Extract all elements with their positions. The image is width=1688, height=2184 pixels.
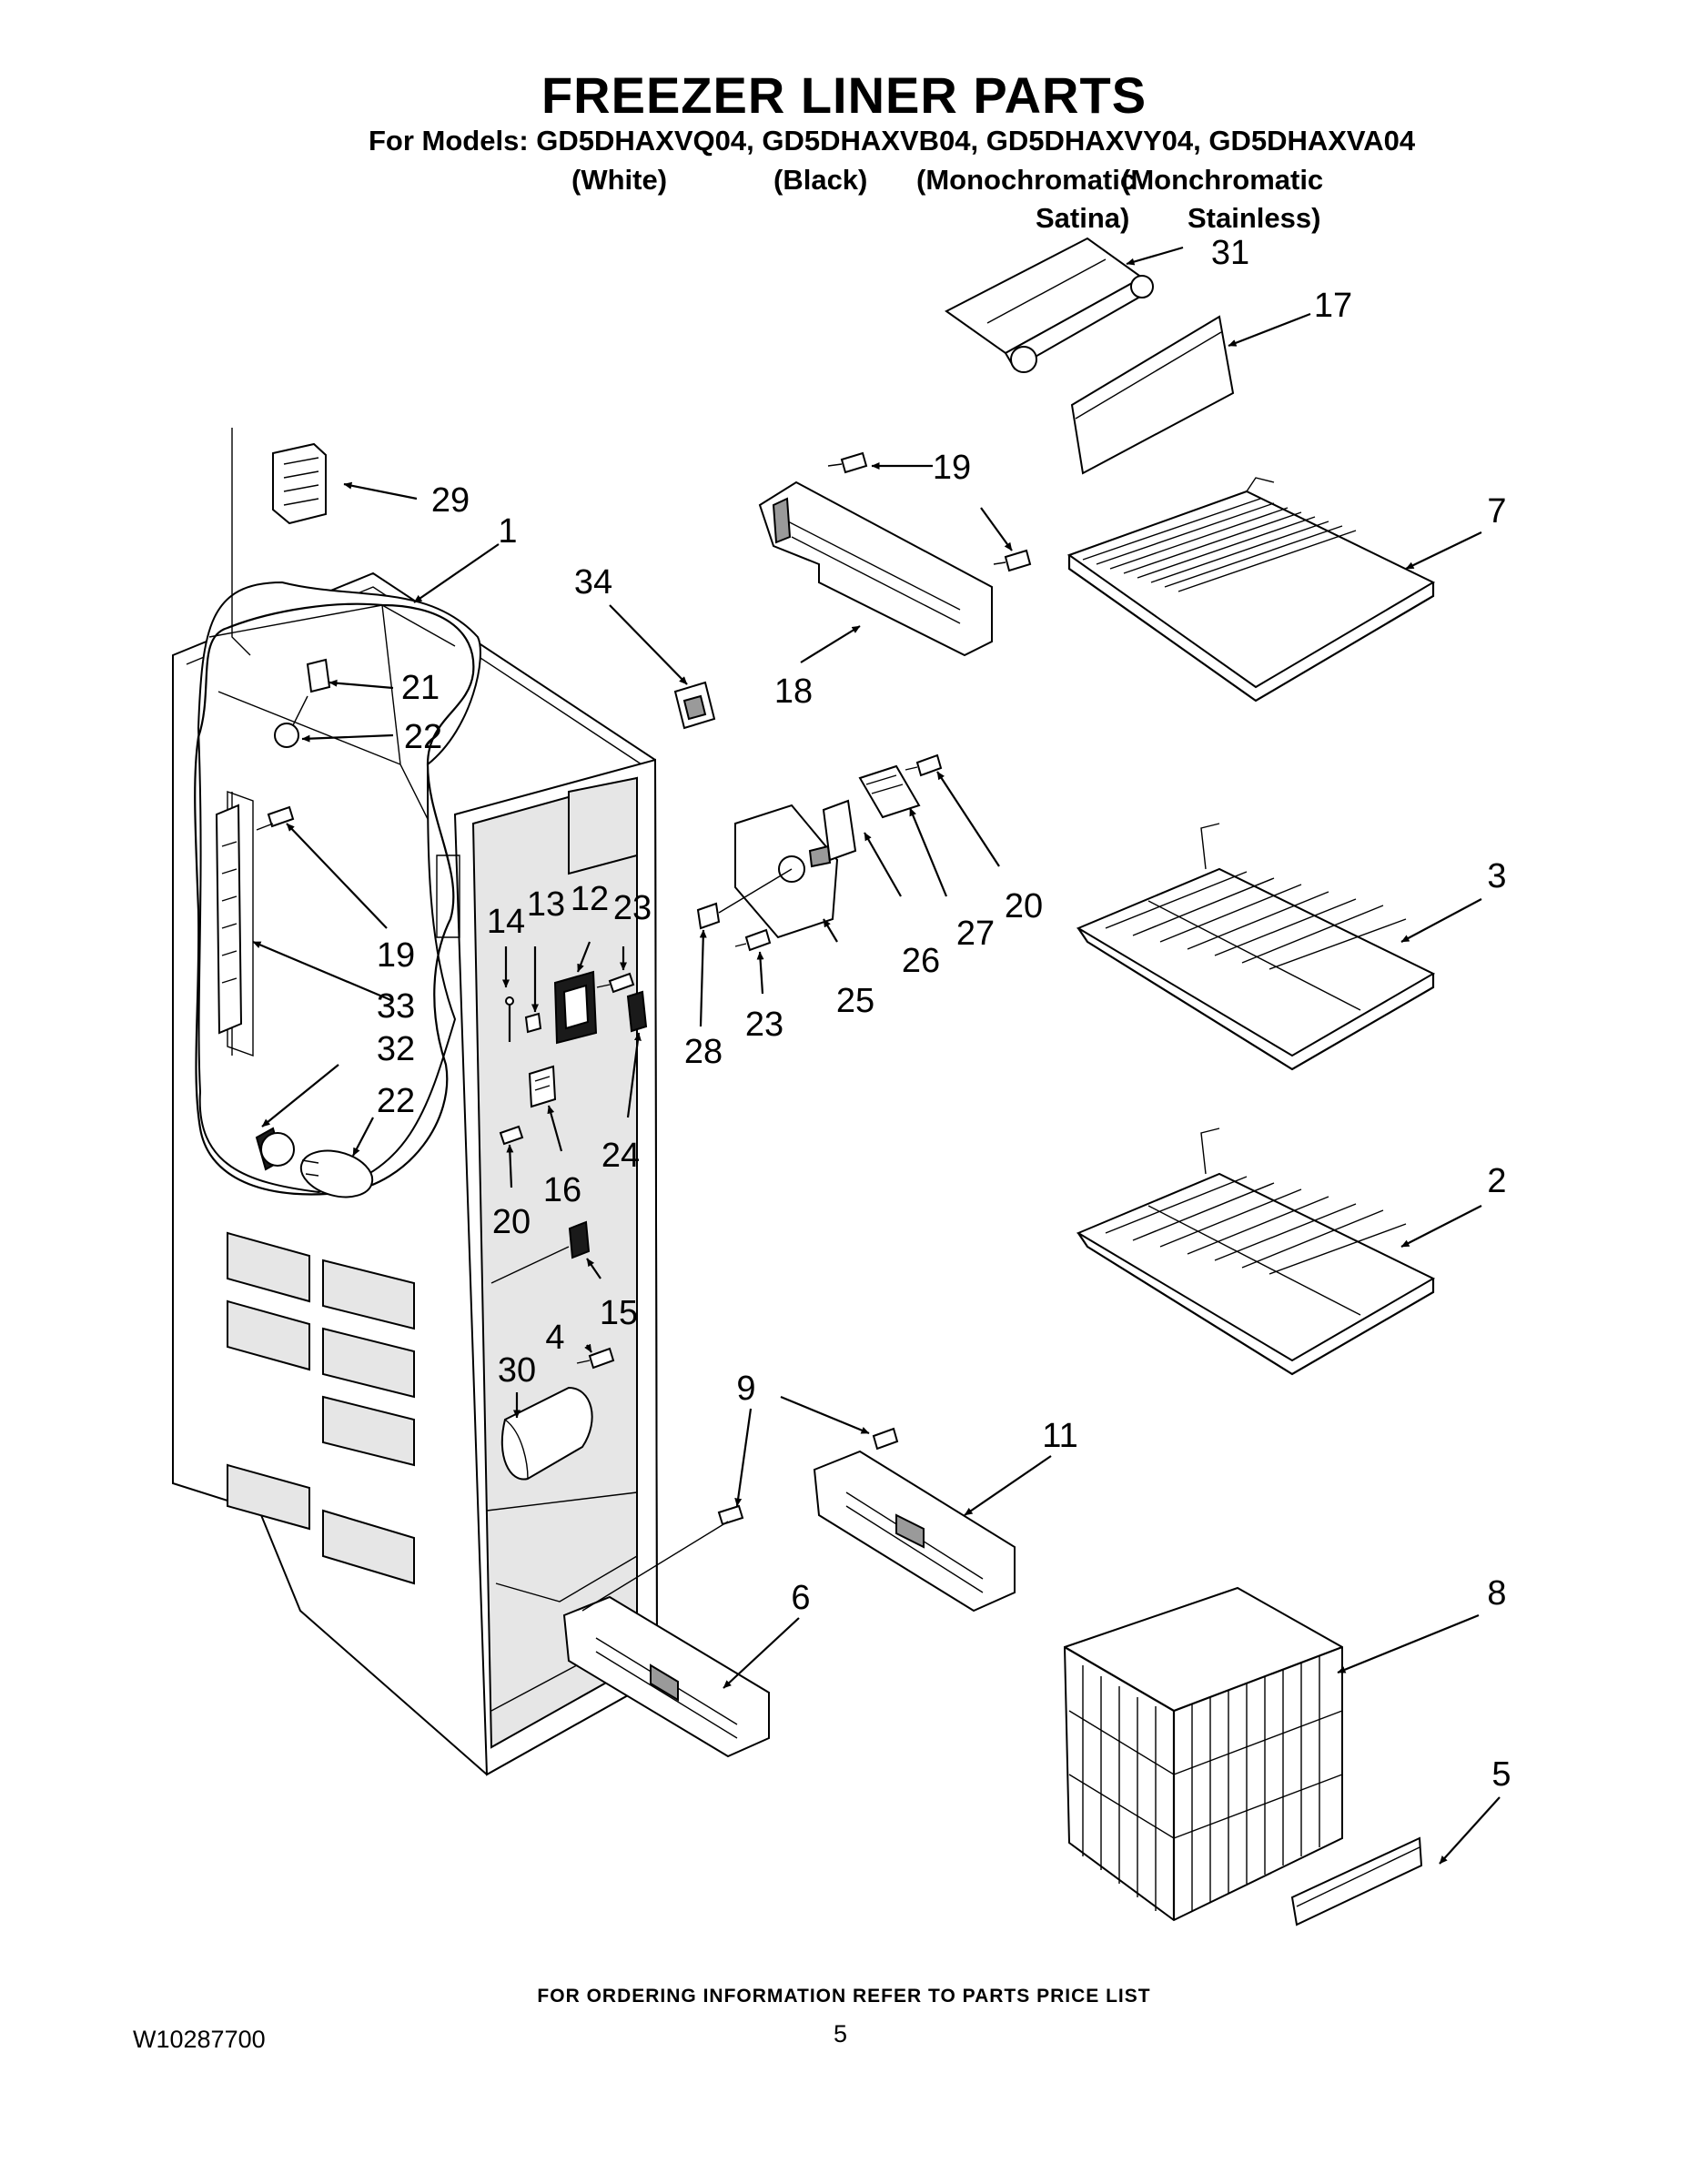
color-black: (Black) [773,164,868,196]
callout-3: 3 [1487,857,1506,895]
callout-18: 18 [774,672,813,711]
callout-19-left: 19 [377,936,415,975]
board-27 [858,764,921,819]
callout-14: 14 [487,903,525,941]
callout-5: 5 [1491,1755,1511,1794]
wire-harness-29 [231,428,251,656]
shelf-7 [1066,477,1436,703]
part-5-strip [1290,1836,1423,1926]
color-mono-stainless-line2: Stainless) [1188,202,1321,234]
screw-20-wall [499,1125,524,1146]
callout-13: 13 [527,885,565,924]
assembly-line-28 [718,868,793,914]
callout-21: 21 [401,669,440,707]
screw-23-housing [734,928,772,952]
screw-19-right [993,549,1032,572]
part-17-panel [1070,315,1235,475]
screw-19-upper [827,451,868,474]
callout-9: 9 [736,1370,755,1408]
callout-32: 32 [377,1030,415,1068]
callout-11: 11 [1042,1417,1077,1455]
screw-19-left [256,805,295,831]
callout-30: 30 [498,1351,536,1390]
assembly-line-6 [581,1521,729,1612]
callout-23-housing: 23 [745,1006,783,1044]
callout-33: 33 [377,987,415,1026]
callout-6: 6 [791,1579,810,1617]
leader-arrows [252,246,1501,1865]
page-number: 5 [834,2020,848,2048]
document-number: W10287700 [133,2026,266,2053]
light-socket-32 [255,1127,295,1171]
light-bulb-22-upper [274,695,308,748]
thermistor-14 [505,996,514,1042]
callout-29: 29 [431,481,470,520]
callout-22-lower: 22 [377,1082,415,1120]
screw-4 [576,1347,615,1370]
callout-16: 16 [543,1171,581,1209]
callout-34: 34 [574,563,612,602]
light-socket-cover-29 [272,442,327,525]
housing-12 [553,970,598,1045]
color-mono-satina-line2: Satina) [1036,202,1130,234]
callout-24: 24 [601,1137,640,1175]
callout-17: 17 [1314,287,1352,325]
callout-31: 31 [1211,234,1249,272]
ordering-note: FOR ORDERING INFORMATION REFER TO PARTS … [537,1986,1151,2007]
part-34 [673,681,716,730]
callout-labels: 31 17 19 7 29 1 34 18 21 22 3 20 27 26 2… [377,234,1511,1794]
part-31-bracket [945,237,1154,373]
callout-22-upper: 22 [404,718,442,756]
callout-2: 2 [1487,1162,1506,1200]
callout-4: 4 [545,1319,564,1357]
cover-30 [500,1386,593,1481]
callout-26: 26 [902,942,940,980]
part-6 [562,1595,770,1758]
switch-15 [490,1220,591,1284]
light-socket-21 [306,658,331,693]
part-18-bracket [758,480,993,657]
light-bulb-22-lower [299,1149,374,1198]
callout-1: 1 [498,512,517,551]
screw-23-wall [596,972,635,994]
callout-27: 27 [956,915,995,953]
screw-20-right [905,753,943,777]
switch-24 [626,990,648,1033]
callout-8: 8 [1487,1574,1506,1613]
callout-20-wall: 20 [492,1203,531,1241]
callout-12: 12 [571,880,609,918]
callout-19-upper: 19 [933,449,971,487]
screw-9-left [717,1504,744,1526]
bracket-26 [822,799,857,862]
knob-28 [696,902,721,930]
models-line: For Models: GD5DHAXVQ04, GD5DHAXVB04, GD… [369,125,1416,157]
light-shield-33 [215,804,243,1035]
callout-28: 28 [684,1033,723,1071]
color-mono-stainless-line1: (Monchromatic [1121,164,1324,196]
page-title: FREEZER LINER PARTS [541,66,1147,124]
board-16 [528,1065,557,1108]
basket-8 [1063,1586,1343,1922]
callout-15: 15 [600,1294,638,1332]
color-white: (White) [571,164,668,196]
callout-20-right: 20 [1005,887,1043,925]
part-11 [813,1450,1016,1613]
shelf-2 [1076,1127,1436,1376]
screw-9-right [872,1427,899,1451]
housing-25 [734,804,839,939]
clip-13 [524,1012,542,1034]
callout-23-wall: 23 [613,889,652,927]
vent-panels [227,1231,415,1585]
shelf-3 [1076,823,1436,1071]
color-mono-satina-line1: (Monochromatic [916,164,1137,196]
callout-25: 25 [836,982,874,1020]
callout-7: 7 [1487,492,1506,531]
